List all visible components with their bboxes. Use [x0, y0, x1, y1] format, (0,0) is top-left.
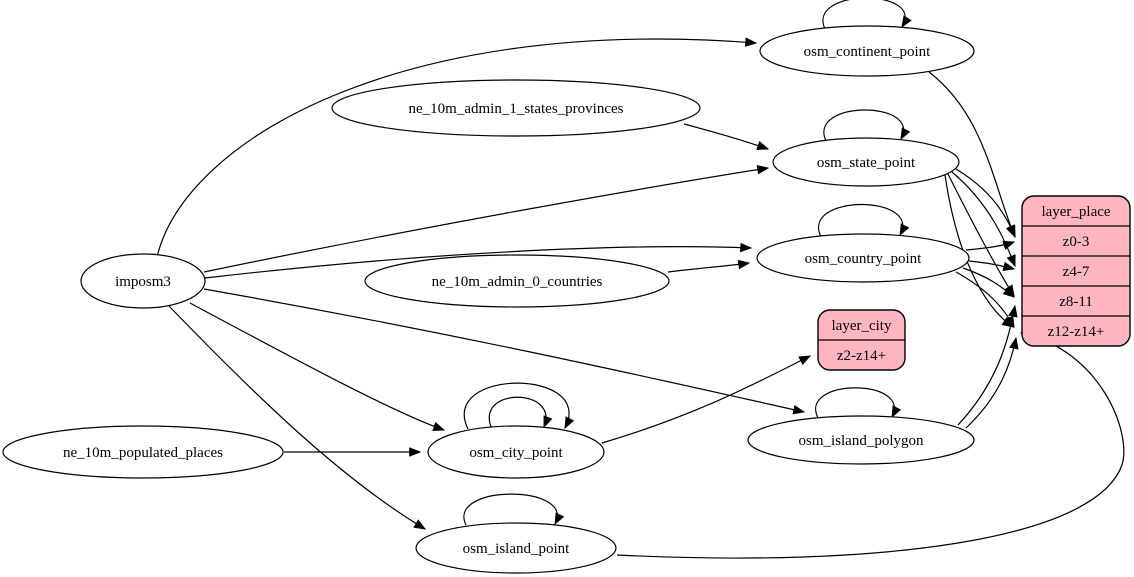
edge-osm_island_point-to-layer_place-z12-z14+ — [616, 330, 1125, 559]
node-osm_island_polygon: osm_island_polygon — [747, 415, 975, 465]
node-shape-osm_island_polygon — [747, 415, 975, 465]
node-shape-ne_10m_admin_1_states_provinces — [331, 79, 701, 137]
record-row-layer_place-z8-11: z8-11 — [1059, 294, 1093, 310]
self-loop-edge-osm_continent_point-to-osm_continent_point — [822, 0, 912, 30]
record-layer_city: layer_city z2-z14+ — [817, 309, 906, 371]
node-shape-osm_state_point — [772, 137, 960, 187]
record-row-layer_place-z0-3: z0-3 — [1063, 234, 1090, 250]
self-loop-edge-osm_city_point-to-osm_city_point — [488, 396, 553, 430]
edge-imposm3-to-osm_state_point — [203, 164, 770, 273]
node-shape-osm_island_point — [415, 522, 617, 574]
node-label-osm_city_point: osm_city_point — [469, 445, 563, 461]
edge-ne_10m_admin_1_states_provinces-to-osm_state_point — [683, 123, 770, 150]
node-label-osm_island_point: osm_island_point — [463, 541, 571, 557]
node-label-osm_continent_point: osm_continent_point — [804, 44, 931, 60]
record-row-layer_city-z2-z14+: z2-z14+ — [837, 348, 886, 364]
record-title-layer_place: layer_place — [1041, 204, 1110, 220]
edge-imposm3-to-osm_country_point — [204, 242, 753, 279]
node-shape-ne_10m_populated_places — [2, 425, 284, 479]
record-row-layer_place-z4-7: z4-7 — [1063, 264, 1090, 280]
edge-osm_state_point-to-layer_place-z0-3 — [955, 168, 1016, 238]
edge-osm_country_point-to-layer_place-z0-3 — [965, 240, 1016, 251]
edge-imposm3-to-osm_island_polygon — [203, 288, 806, 415]
node-label-osm_island_polygon: osm_island_polygon — [798, 433, 924, 449]
node-shape-ne_10m_admin_0_countries — [364, 254, 670, 308]
edge-osm_country_point-to-layer_place-z4-7 — [968, 260, 1016, 272]
edge-osm_continent_point-to-layer_place-z0-3 — [928, 71, 1016, 239]
node-ne_10m_populated_places: ne_10m_populated_places — [2, 425, 284, 479]
node-label-ne_10m_populated_places: ne_10m_populated_places — [63, 445, 223, 461]
node-osm_state_point: osm_state_point — [772, 137, 960, 187]
edge-ne_10m_admin_0_countries-to-osm_country_point — [667, 259, 751, 273]
edge-imposm3-to-osm_continent_point — [156, 37, 758, 258]
node-label-imposm3: imposm3 — [115, 274, 171, 290]
edges-layer — [156, 0, 1125, 559]
self-loop-edge-osm_state_point-to-osm_state_point — [823, 109, 911, 142]
node-label-ne_10m_admin_0_countries: ne_10m_admin_0_countries — [432, 274, 603, 290]
node-ne_10m_admin_1_states_provinces: ne_10m_admin_1_states_provinces — [331, 79, 701, 137]
node-label-osm_state_point: osm_state_point — [817, 155, 916, 171]
node-shape-osm_continent_point — [759, 25, 975, 77]
self-loop-edge-osm_city_point-to-osm_city_point — [463, 382, 575, 430]
node-label-ne_10m_admin_1_states_provinces: ne_10m_admin_1_states_provinces — [409, 101, 624, 117]
record-layer_place: layer_place z0-3 z4-7 z8-11 z12-z14+ — [1021, 195, 1131, 347]
node-label-osm_country_point: osm_country_point — [805, 251, 922, 267]
node-shape-osm_city_point — [427, 425, 605, 479]
edge-osm_island_polygon-to-layer_place-z8-11 — [957, 304, 1018, 426]
edge-osm_country_point-to-layer_place-z12-z14+ — [955, 271, 1015, 329]
node-shape-osm_country_point — [756, 233, 970, 283]
record-shape-layer_place — [1021, 195, 1131, 347]
edge-osm_state_point-to-layer_place-z4-7 — [951, 171, 1016, 268]
node-osm_continent_point: osm_continent_point — [759, 25, 975, 77]
nodes-layer: imposm3 ne_10m_admin_1_states_provincesne… — [2, 25, 1131, 574]
node-osm_island_point: osm_island_point — [415, 522, 617, 574]
record-row-layer_place-z12-z14+: z12-z14+ — [1048, 324, 1105, 340]
edge-osm_country_point-to-layer_place-z8-11 — [962, 267, 1015, 298]
edge-imposm3-to-osm_city_point — [189, 302, 446, 431]
edge-osm_island_polygon-to-layer_place-z12-z14+ — [965, 336, 1019, 429]
edge-imposm3-to-osm_island_point — [168, 305, 427, 530]
self-loop-edge-osm_island_polygon-to-osm_island_polygon — [815, 387, 902, 419]
node-shape-imposm3 — [80, 253, 206, 309]
record-title-layer_city: layer_city — [832, 318, 892, 334]
node-ne_10m_admin_0_countries: ne_10m_admin_0_countries — [364, 254, 670, 308]
node-imposm3: imposm3 — [80, 253, 206, 309]
node-osm_city_point: osm_city_point — [427, 425, 605, 479]
node-osm_country_point: osm_country_point — [756, 233, 970, 283]
self-loop-edge-osm_country_point-to-osm_country_point — [818, 203, 910, 238]
self-loop-edge-osm_island_point-to-osm_island_point — [463, 493, 565, 526]
edge-osm_city_point-to-layer_city-z2-z14+ — [601, 355, 812, 444]
